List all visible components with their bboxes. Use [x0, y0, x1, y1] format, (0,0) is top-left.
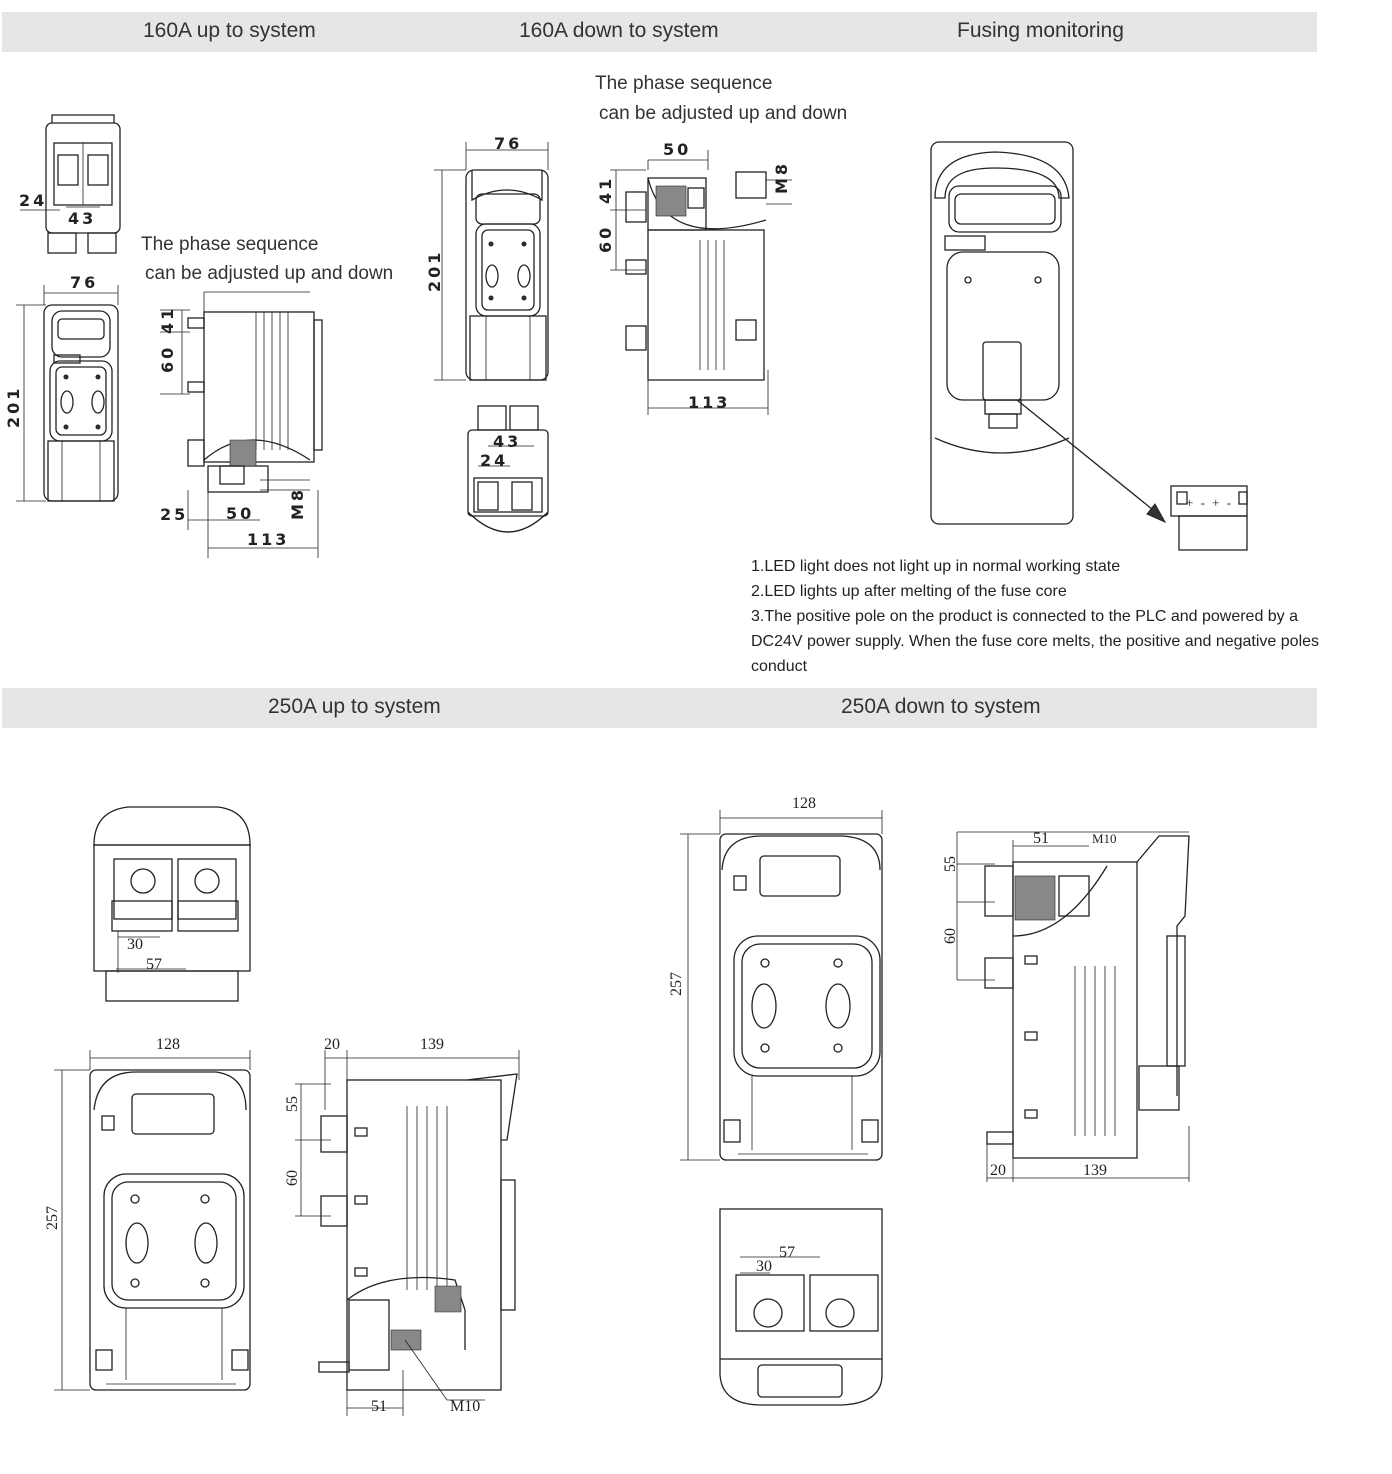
drawing-250a-up-side-view — [295, 1050, 520, 1416]
dim-250-up-30: 30 — [127, 936, 143, 953]
dim-160-down-113: 113 — [688, 393, 731, 412]
dim-250-up-257: 257 — [44, 1206, 61, 1230]
dim-250-up-139: 139 — [420, 1036, 444, 1053]
dim-250-up-128: 128 — [156, 1036, 180, 1053]
dim-250-down-57: 57 — [779, 1244, 795, 1261]
dim-250-up-55: 55 — [284, 1096, 301, 1112]
dim-250-up-57: 57 — [146, 956, 162, 973]
dim-160-up-113: 113 — [247, 530, 290, 549]
drawing-160a-down-front-view — [434, 142, 549, 381]
dim-250-down-20: 20 — [990, 1162, 1006, 1179]
dim-160-up-m8: M8 — [288, 486, 307, 520]
drawing-250a-down-front-view — [680, 810, 883, 1161]
drawing-160a-up-side-view — [160, 291, 323, 558]
dim-160-up-60: 60 — [158, 344, 177, 373]
drawing-160a-down-bottom-view — [467, 405, 549, 533]
dim-250-down-30: 30 — [756, 1258, 772, 1275]
dim-160-down-43: 43 — [493, 432, 522, 451]
dim-160-down-76: 76 — [494, 134, 523, 153]
dim-250-up-51: 51 — [371, 1398, 387, 1415]
header-band-bottom — [2, 688, 1317, 728]
dim-160-down-24: 24 — [480, 451, 509, 470]
phase-note-160-down-line2: can be adjusted up and down — [599, 103, 848, 124]
section-title-160a-up: 160A up to system — [143, 19, 316, 42]
note-item: 2.LED lights up after melting of the fus… — [751, 583, 1067, 600]
dim-160-down-60: 60 — [596, 224, 615, 253]
drawing-250a-down-bottom-view — [719, 1208, 883, 1406]
dim-250-up-20: 20 — [324, 1036, 340, 1053]
dim-160-down-201: 201 — [425, 249, 444, 292]
dim-160-up-25: 25 — [160, 505, 189, 524]
dim-160-up-41: 41 — [158, 305, 177, 334]
dim-160-up-50: 50 — [226, 504, 255, 523]
phase-note-160-up-line1: The phase sequence — [141, 234, 319, 255]
header-band-top — [2, 12, 1317, 52]
dim-250-down-128: 128 — [792, 795, 816, 812]
drawing-250a-down-side-view — [956, 831, 1190, 1182]
drawing-160a-down-side-view — [610, 150, 792, 415]
drawing-160a-up-top-view — [20, 114, 121, 254]
section-title-250a-down: 250A down to system — [841, 695, 1041, 718]
dim-160-up-201: 201 — [4, 385, 23, 428]
fusing-notes: 1.LED light does not light up in normal … — [751, 554, 1351, 679]
dim-250-down-m10: M10 — [1092, 831, 1117, 846]
connector-symbols: + - + - — [1186, 495, 1234, 510]
note-item: DC24V power supply. When the fuse core m… — [751, 633, 1320, 650]
dim-250-down-60: 60 — [942, 928, 959, 944]
dim-160-down-41: 41 — [596, 175, 615, 204]
section-title-fusing-monitoring: Fusing monitoring — [957, 19, 1124, 42]
dim-250-up-m10: M10 — [450, 1398, 481, 1415]
dim-160-down-m8: M8 — [772, 160, 791, 194]
dim-250-up-60: 60 — [284, 1170, 301, 1186]
phase-note-160-up-line2: can be adjusted up and down — [145, 263, 394, 284]
drawing-250a-up-front-view — [54, 1050, 251, 1391]
drawing-250a-up-top-view — [93, 806, 251, 1002]
drawing-160a-up-front-view — [16, 285, 119, 502]
note-item: 1.LED light does not light up in normal … — [751, 558, 1121, 575]
drawing-fusing-monitoring — [930, 141, 1248, 551]
phase-note-160-down-line1: The phase sequence — [595, 73, 773, 94]
dim-250-down-139: 139 — [1083, 1162, 1107, 1179]
dim-160-up-76: 76 — [70, 273, 99, 292]
dim-250-down-55: 55 — [942, 856, 959, 872]
section-title-160a-down: 160A down to system — [519, 19, 719, 42]
dim-160-down-50: 50 — [663, 140, 692, 159]
note-item: conduct — [751, 658, 808, 675]
section-title-250a-up: 250A up to system — [268, 695, 441, 718]
dim-160-up-24: 24 — [19, 191, 48, 210]
dim-250-down-257: 257 — [668, 972, 685, 996]
dim-160-up-43: 43 — [68, 209, 97, 228]
note-item: 3.The positive pole on the product is co… — [751, 608, 1299, 625]
dim-250-down-51: 51 — [1033, 830, 1049, 847]
